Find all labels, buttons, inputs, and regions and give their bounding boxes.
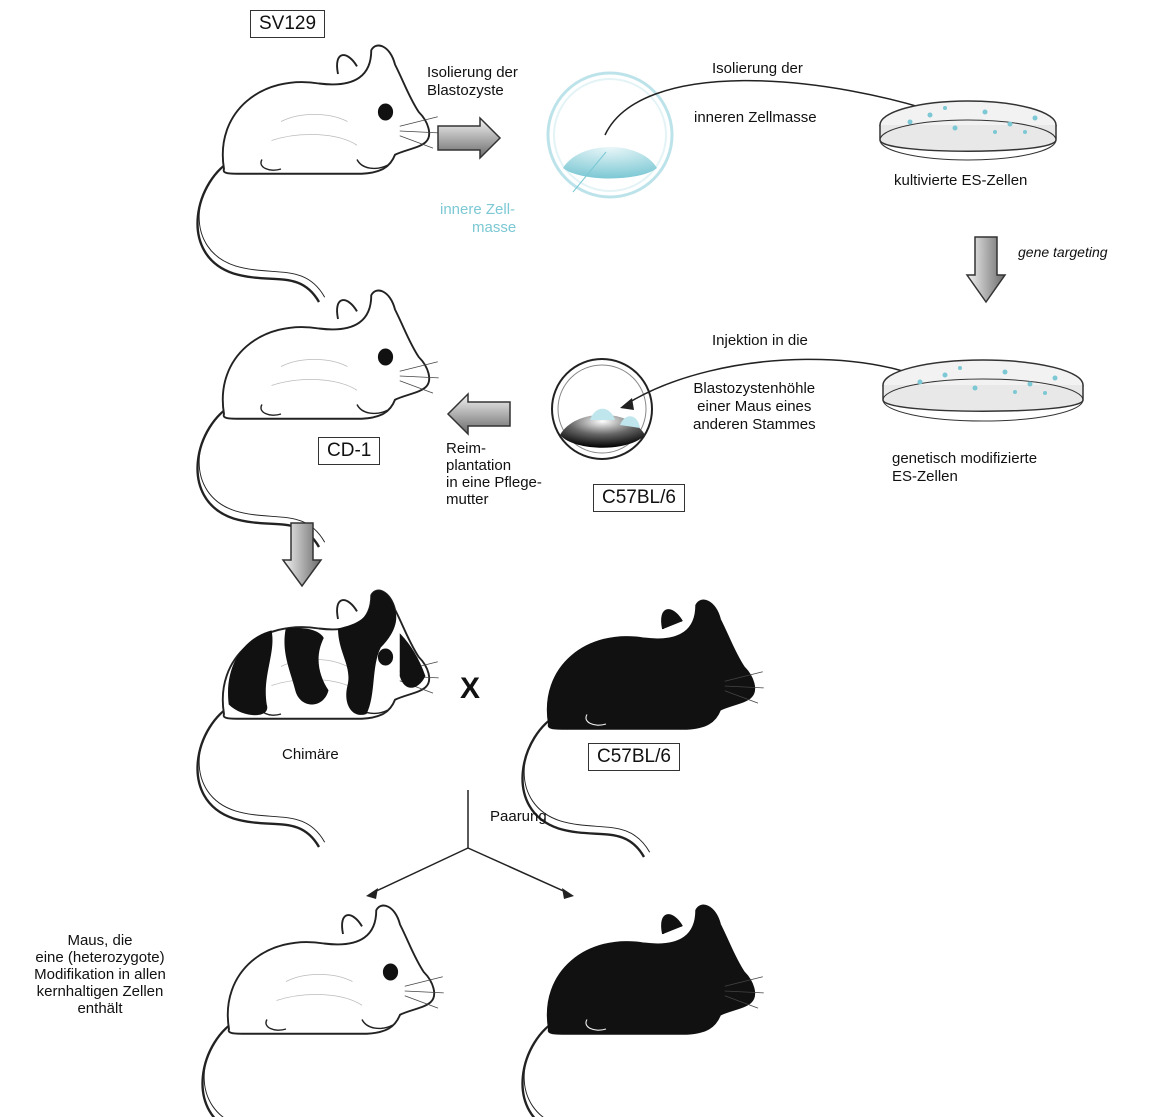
arrow-right-1 xyxy=(438,118,500,158)
cross-symbol: X xyxy=(460,672,480,706)
isolate-blastocyst-label: Isolierung der Blastozyste xyxy=(427,64,518,100)
sv129-mouse xyxy=(198,46,439,303)
arrow-down-chimera xyxy=(283,523,321,586)
gene-targeting-label: gene targeting xyxy=(1018,243,1108,261)
blastocyst xyxy=(548,73,672,197)
modified-es-label: genetisch modifizierte ES-Zellen xyxy=(892,450,1037,486)
arrow-down-gene-targeting xyxy=(967,237,1005,302)
arrow-left-2 xyxy=(448,394,510,434)
isolate-icm-label-2: inneren Zellmasse xyxy=(694,109,817,127)
chimera-label: Chimäre xyxy=(282,746,339,764)
strain-label-c57-top: C57BL/6 xyxy=(593,484,685,512)
c57-mouse-row3 xyxy=(523,601,764,858)
reimplantation-label: Reim- plantation in eine Pflege- mutter xyxy=(446,440,542,508)
offspring-label: Maus, die eine (heterozygote) Modifikati… xyxy=(0,932,200,1017)
inner-cell-mass-label: innere Zell- masse xyxy=(440,201,516,237)
strain-label-c57-bottom: C57BL/6 xyxy=(588,743,680,771)
isolate-icm-label-1: Isolierung der xyxy=(712,60,803,78)
mating-lines xyxy=(372,790,568,893)
strain-label-cd1: CD-1 xyxy=(318,437,380,465)
petri-dish-modified xyxy=(883,360,1083,421)
cultured-es-label: kultivierte ES-Zellen xyxy=(894,172,1027,190)
strain-label-sv129: SV129 xyxy=(250,10,325,38)
chimera-mouse xyxy=(198,591,439,848)
offspring-white-mouse xyxy=(203,906,444,1117)
blastocyst-injected xyxy=(552,359,652,459)
mating-label: Paarung xyxy=(490,808,547,826)
cd1-mouse xyxy=(198,291,439,548)
offspring-black-mouse xyxy=(523,906,764,1117)
injection-label-2: Blastozystenhöhle einer Maus eines ander… xyxy=(693,380,816,434)
injection-label-1: Injektion in die xyxy=(712,332,808,350)
petri-dish-cultured xyxy=(880,101,1056,160)
